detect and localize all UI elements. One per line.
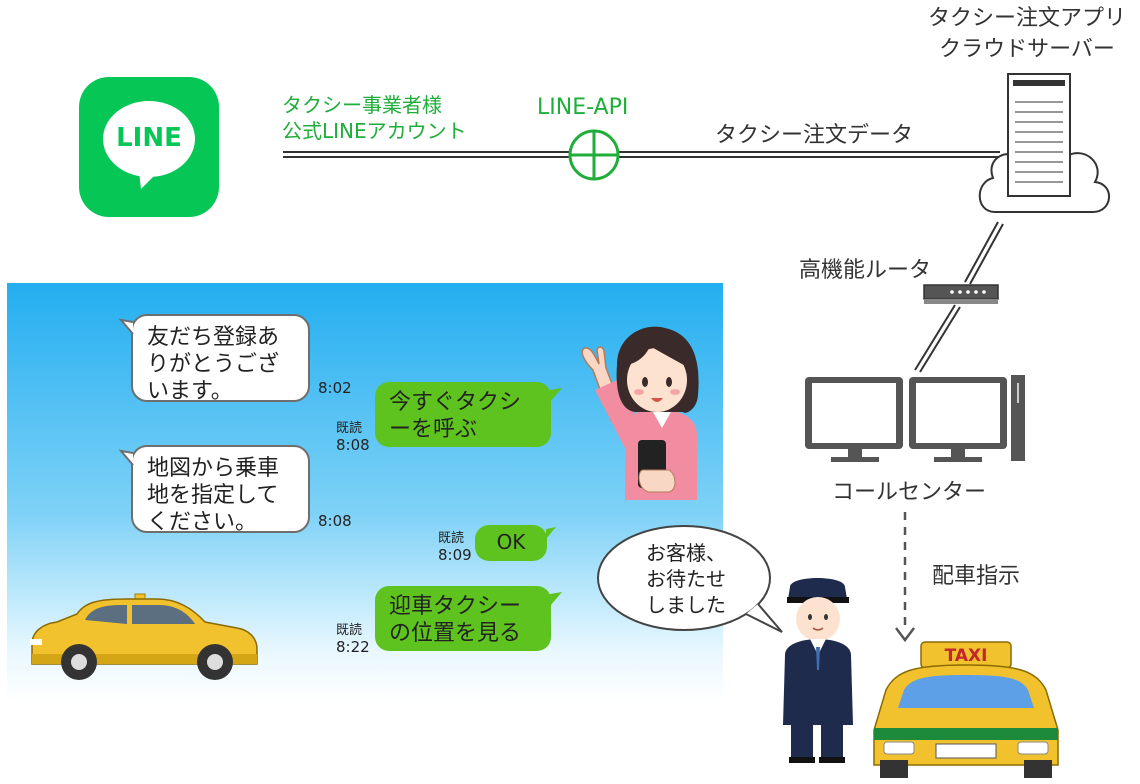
taxi-front-illustration	[873, 641, 1059, 778]
taxi-sign-text: TAXI	[944, 646, 988, 666]
chat-time-5: 8:22	[336, 638, 370, 656]
router-label: 高機能ルータ	[799, 258, 932, 283]
driver-speech-bubble	[597, 525, 783, 633]
dispatch-label: 配車指示	[932, 564, 1021, 589]
router-icon	[923, 284, 999, 304]
official-account-label: タクシー事業者様 公式LINEアカウント	[282, 92, 467, 144]
line-logo-text: LINE	[116, 123, 182, 153]
chat-meta-4: 既読 8:09	[438, 530, 472, 564]
line-logo-bubble-icon	[103, 101, 195, 189]
bubble-tail	[550, 592, 562, 606]
woman-with-phone-illustration	[581, 326, 699, 500]
chat-bubble-taxi-location: 迎車タクシーの位置を見る	[375, 586, 551, 651]
driver-speech-text: お客様、お待たせしました	[646, 541, 726, 617]
chat-meta-5: 既読 8:22	[336, 622, 370, 656]
chat-time-3: 8:08	[318, 512, 352, 530]
bubble-tail	[546, 527, 556, 539]
chat-meta-2: 既読 8:08	[336, 420, 370, 454]
api-label: LINE-API	[537, 95, 629, 120]
read-receipt: 既読	[336, 421, 363, 436]
cloud-server-icon	[978, 73, 1110, 213]
chat-bubble-welcome: 友だち登録ありがとうございます。	[131, 314, 310, 404]
call-center-monitors-icon	[805, 375, 1025, 462]
chat-time-2: 8:08	[336, 436, 370, 454]
chat-time-4: 8:09	[438, 546, 472, 564]
read-receipt: 既読	[438, 531, 465, 546]
chat-bubble-call-taxi: 今すぐタクシーを呼ぶ	[375, 382, 551, 447]
server-label: タクシー注文アプリ クラウドサーバー	[916, 3, 1138, 65]
chat-bubble-map-prompt: 地図から乗車地を指定してください。	[131, 445, 310, 535]
chat-bubble-ok: OK	[475, 525, 547, 561]
bubble-tail	[550, 388, 562, 402]
taxi-data-label: タクシー注文データ	[715, 123, 914, 148]
bubble-tail	[118, 318, 134, 335]
call-center-label: コールセンター	[832, 480, 987, 505]
taxi-driver-illustration	[783, 578, 853, 763]
line-logo: LINE	[79, 77, 219, 217]
server-label-line2: クラウドサーバー	[939, 37, 1115, 62]
bubble-tail	[118, 449, 134, 466]
server-label-line1: タクシー注文アプリ	[927, 6, 1126, 31]
account-label-line2: 公式LINEアカウント	[282, 119, 467, 143]
chat-time-1: 8:02	[318, 379, 352, 397]
read-receipt: 既読	[336, 623, 363, 638]
account-label-line1: タクシー事業者様	[282, 93, 442, 117]
taxi-car-illustration	[30, 593, 258, 680]
